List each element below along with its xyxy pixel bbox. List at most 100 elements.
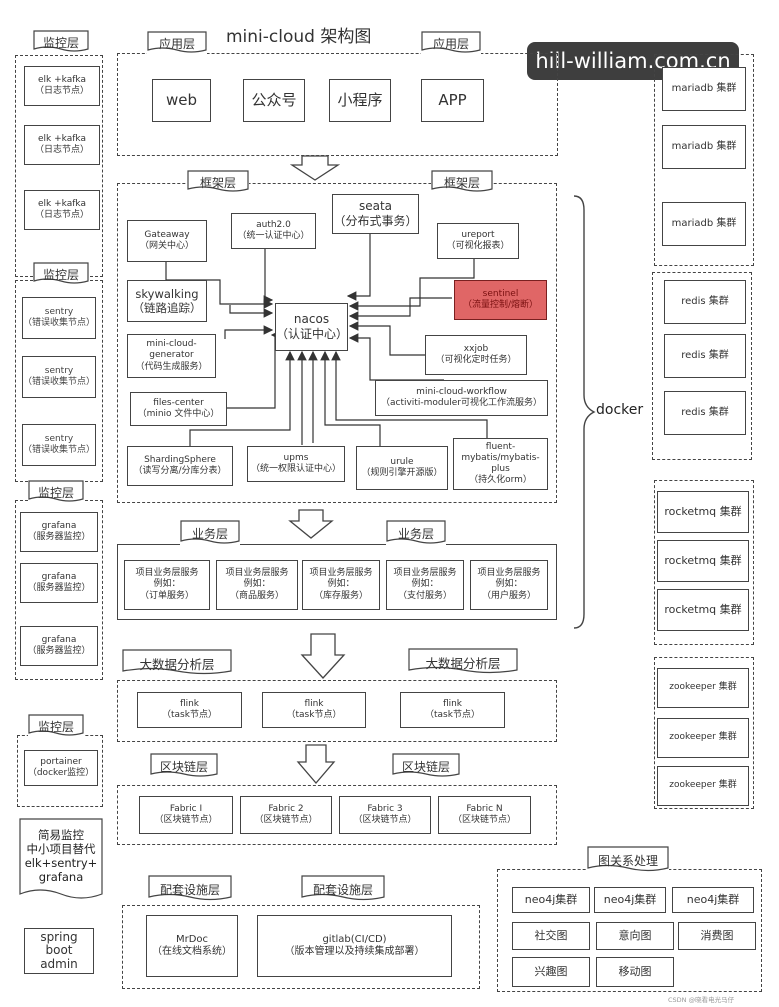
mariadb-group xyxy=(654,54,754,266)
framework-layer-label: 框架层 xyxy=(187,170,249,194)
monitor-label: 监控层 xyxy=(33,262,89,286)
down-arrow-icon xyxy=(288,509,334,539)
mariadb-node: mariadb 集群 xyxy=(662,125,746,169)
fabric-node: Fabric N （区块链节点） xyxy=(438,796,531,834)
mrdoc-node: MrDoc （在线文档系统） xyxy=(146,915,238,977)
spring-boot-admin: spring boot admin xyxy=(24,928,94,974)
seata-node: seata （分布式事务） xyxy=(332,194,419,234)
elk-node: elk +kafka （日志节点） xyxy=(24,66,100,106)
diagram-title: mini-cloud 架构图 xyxy=(226,27,372,47)
business-layer-label: 业务层 xyxy=(386,520,446,546)
upms-node: upms （统一权限认证中心） xyxy=(247,446,345,482)
mariadb-node: mariadb 集群 xyxy=(662,202,746,246)
grafana-node: grafana （服务器监控） xyxy=(20,563,98,603)
graph-layer-label: 图关系处理 xyxy=(587,846,669,874)
urule-node: urule （规则引擎开源版） xyxy=(356,446,448,490)
ureport-node: ureport （可视化报表） xyxy=(437,223,519,259)
redis-node: redis 集群 xyxy=(664,280,746,324)
business-layer-label: 业务层 xyxy=(180,520,240,546)
zookeeper-node: zookeeper 集群 xyxy=(657,718,749,758)
graph-interest: 兴趣图 xyxy=(512,957,590,987)
credit-text: CSDN @晓看电光马仔 xyxy=(668,996,735,1004)
redis-group xyxy=(652,272,752,460)
redis-node: redis 集群 xyxy=(664,391,746,435)
elk-node: elk +kafka （日志节点） xyxy=(24,125,100,165)
neo4j-node: neo4j集群 xyxy=(594,887,666,913)
blockchain-layer-label: 区块链层 xyxy=(392,753,460,779)
flink-node: flink （task节点） xyxy=(400,692,505,728)
business-service: 项目业务层服务 例如： （订单服务） xyxy=(124,560,210,610)
down-arrow-icon xyxy=(290,155,340,181)
down-arrow-icon xyxy=(296,744,336,784)
shardingsphere-node: ShardingSphere （读写分离/分库分表） xyxy=(127,446,233,486)
grafana-node: grafana （服务器监控） xyxy=(20,626,98,666)
business-service: 项目业务层服务 例如： （支付服务） xyxy=(386,560,464,610)
support-layer-label: 配套设施层 xyxy=(301,875,385,903)
business-service: 项目业务层服务 例如： （库存服务） xyxy=(302,560,380,610)
framework-layer-label: 框架层 xyxy=(431,170,493,194)
graph-intent: 意向图 xyxy=(596,922,674,950)
files-center-node: files-center （minio 文件中心） xyxy=(130,392,227,426)
sentry-node: sentry （错误收集节点） xyxy=(22,297,96,339)
xxjob-node: xxjob （可视化定时任务） xyxy=(425,335,527,375)
graph-social: 社交图 xyxy=(512,922,590,950)
auth-node: auth2.0 （统一认证中心） xyxy=(231,213,316,249)
workflow-node: mini-cloud-workflow （activiti-moduler可视化… xyxy=(375,380,548,416)
redis-node: redis 集群 xyxy=(664,334,746,378)
gitlab-node: gitlab(CI/CD) （版本管理以及持续集成部署） xyxy=(257,915,452,977)
flink-node: flink （task节点） xyxy=(262,692,366,728)
monitor-label: 监控层 xyxy=(28,480,84,504)
sentry-node: sentry （错误收集节点） xyxy=(22,356,96,398)
docker-label: docker xyxy=(596,402,644,418)
app-layer xyxy=(117,53,558,156)
elk-node: elk +kafka （日志节点） xyxy=(24,190,100,230)
orm-node: fluent- mybatis/mybatis- plus （持久化orm） xyxy=(453,438,548,490)
fabric-node: Fabric 2 （区块链节点） xyxy=(240,796,332,834)
rocketmq-group xyxy=(654,480,754,645)
framework-layer xyxy=(117,183,557,503)
gateway-node: Gateaway （网关中心） xyxy=(127,220,207,262)
blockchain-layer xyxy=(117,785,557,845)
flink-node: flink （task节点） xyxy=(137,692,242,728)
zookeeper-group xyxy=(654,657,754,809)
app-layer-label: 应用层 xyxy=(147,31,207,55)
zookeeper-node: zookeeper 集群 xyxy=(657,766,749,806)
app-layer-label: 应用层 xyxy=(421,31,481,55)
graph-mobile: 移动图 xyxy=(596,957,674,987)
neo4j-node: neo4j集群 xyxy=(672,887,754,913)
fabric-node: Fabric 3 （区块链节点） xyxy=(339,796,431,834)
business-layer xyxy=(117,544,557,620)
mariadb-node: mariadb 集群 xyxy=(662,67,746,111)
portainer-node: portainer （docker监控） xyxy=(24,750,98,786)
rocketmq-node: rocketmq 集群 xyxy=(657,589,749,631)
simple-monitor-note: 简易监控 中小项目替代 elk+sentry+ grafana xyxy=(19,818,103,902)
business-service: 项目业务层服务 例如： （商品服务） xyxy=(216,560,298,610)
bigdata-layer-label: 大数据分析层 xyxy=(408,648,518,676)
support-layer xyxy=(122,905,480,989)
app-mini-program: 小程序 xyxy=(329,79,391,122)
down-arrow-icon xyxy=(300,633,346,679)
skywalking-node: skywalking （链路追踪） xyxy=(127,280,207,322)
fabric-node: Fabric I （区块链节点） xyxy=(139,796,233,834)
blockchain-layer-label: 区块链层 xyxy=(150,753,218,779)
nacos-node: nacos （认证中心） xyxy=(275,303,348,351)
rocketmq-node: rocketmq 集群 xyxy=(657,491,749,533)
business-service: 项目业务层服务 例如： （用户服务） xyxy=(470,560,548,610)
grafana-node: grafana （服务器监控） xyxy=(20,512,98,552)
zookeeper-node: zookeeper 集群 xyxy=(657,668,749,708)
monitor-label: 监控层 xyxy=(33,30,89,54)
docker-brace xyxy=(573,195,596,629)
rocketmq-node: rocketmq 集群 xyxy=(657,540,749,582)
support-layer-label: 配套设施层 xyxy=(148,875,232,903)
generator-node: mini-cloud- generator （代码生成服务） xyxy=(127,334,216,378)
graph-consume: 消费图 xyxy=(678,922,756,950)
sentry-node: sentry （错误收集节点） xyxy=(22,424,96,466)
app-web: web xyxy=(152,79,211,122)
app-official-account: 公众号 xyxy=(243,79,305,122)
bigdata-layer xyxy=(117,680,557,742)
bigdata-layer-label: 大数据分析层 xyxy=(122,649,232,677)
sentinel-node: sentinel （流量控制/熔断） xyxy=(454,280,547,320)
monitor-label: 监控层 xyxy=(28,714,84,738)
app-app: APP xyxy=(421,79,484,122)
neo4j-node: neo4j集群 xyxy=(512,887,590,913)
